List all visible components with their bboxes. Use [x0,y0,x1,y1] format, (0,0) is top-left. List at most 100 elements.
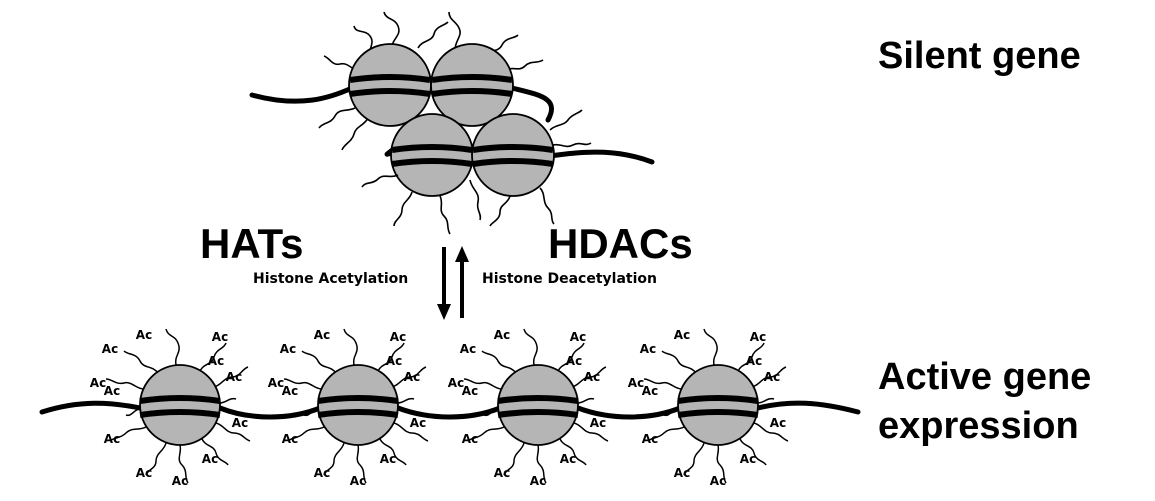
histone-tail [165,328,180,366]
acetyl-tag-label: Ac [674,328,690,342]
acetyl-tag-label: Ac [674,466,690,480]
histone-tail [125,408,141,417]
dna-wrap [497,395,579,404]
acetyl-tag-label: Ac [268,376,284,390]
acetyl-tag-label: Ac [462,384,478,398]
acetyl-tag-label: Ac [226,370,242,384]
dna-wrap [139,409,221,418]
acetyl-tag-label: Ac [640,342,656,356]
hdacs-label: HDACs [548,220,693,267]
acetyl-tag-label: Ac [566,354,582,368]
equilibrium-arrows [437,246,469,320]
histone-tail [577,397,595,404]
histone-tail [573,422,609,442]
dna-wrap [677,409,759,418]
histone-tail [287,426,325,442]
acetyl-tag-label: Ac [104,432,120,446]
acetyl-tag-label: Ac [280,342,296,356]
acetyl-tag-label: Ac [208,354,224,368]
histone-core [677,364,759,446]
histone-tail [178,444,189,484]
acetyl-tag-label: Ac [710,474,726,488]
acetyl-tag-label: Ac [584,370,600,384]
histone-tails-condensed-lower [361,109,592,235]
acetyl-tag-label: Ac [530,474,546,488]
histone-core [497,364,579,446]
histone-tail [201,438,229,466]
acetyl-tag-label: Ac [750,330,766,344]
histone-tail [283,378,323,390]
acetyl-tag-label: Ac [380,452,396,466]
arrow-down-icon [437,247,451,320]
acetyl-tag-label: Ac [282,432,298,446]
histone-tail [523,328,538,366]
acetyl-tag-label: Ac [282,384,298,398]
histone-tail [391,366,427,388]
histone-tail [483,408,499,417]
acetyl-tag-label: Ac [494,466,510,480]
histone-tail [643,378,683,390]
acetyl-tag-label: Ac [770,416,786,430]
histone-tail [393,422,429,442]
silent-gene-label: Silent gene [878,35,1081,77]
acetyl-tag-label: Ac [350,474,366,488]
acetyl-tag-label: Ac [404,370,420,384]
histone-tails-condensed [318,11,544,151]
acetyl-tag-label: Ac [104,384,120,398]
histone-tail [751,366,787,388]
histone-tail [661,350,697,374]
acetyl-tag-label: Ac [460,342,476,356]
acetyl-tag-label: Ac [136,328,152,342]
acetyl-tag-label: Ac [136,466,152,480]
acetyl-tag-label: Ac [202,452,218,466]
acetyl-tag-label: Ac [212,330,228,344]
histone-tail [716,444,727,484]
histone-acetylation-label: Histone Acetylation [253,271,409,287]
histone-tail [739,438,767,466]
acetyl-tag-label: Ac [390,330,406,344]
dna-strand-open [39,400,861,420]
dna-strand-condensed [249,85,655,165]
histone-tail [301,350,337,374]
dna-wrap [497,409,579,418]
histone-tail [571,366,607,388]
acetyl-tag-label: Ac [494,328,510,342]
acetyl-tag-label: Ac [172,474,188,488]
histone-tail [481,350,517,374]
histone-tail [123,350,159,374]
active-gene-expression-label: Active gene expression [878,353,1091,451]
active-gene-label-line1: Active gene [878,356,1092,398]
histone-tail [105,378,145,390]
acetyl-tag-label: Ac [642,432,658,446]
acetyl-tag-label: Ac [232,416,248,430]
acetyl-tag-label: Ac [90,376,106,390]
histone-tail [753,422,789,442]
histone-tail [356,444,367,484]
acetyl-tag-label: Ac [314,328,330,342]
histone-tail [737,342,765,372]
histone-tail [397,397,415,404]
dna-wrap [317,409,399,418]
acetyl-tag-label: Ac [764,370,780,384]
histone-tail [683,442,705,476]
histone-tail [467,426,505,442]
histone-tail [503,442,525,476]
acetyl-tag-label: Ac [462,432,478,446]
histone-tail [377,342,405,372]
histone-tail [199,342,227,372]
histone-tail [536,444,547,484]
arrow-up-icon [455,246,469,318]
nucleosome-c4 [471,113,555,197]
histone-tail [215,422,251,442]
histone-tail [647,426,685,442]
histone-tail [145,442,167,476]
histone-deacetylation-label: Histone Deacetylation [482,271,657,287]
